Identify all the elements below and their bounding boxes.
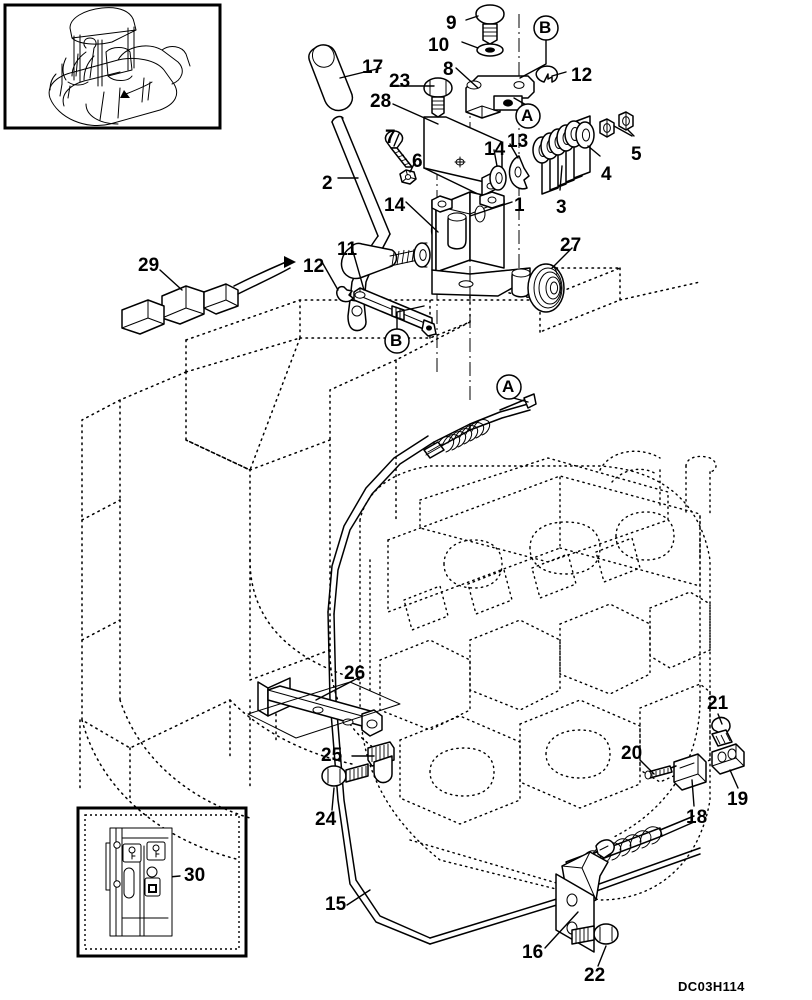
callout-5: 5 bbox=[631, 144, 642, 165]
callout-7: 7 bbox=[385, 127, 396, 148]
part-26-support-bracket bbox=[247, 677, 401, 739]
callout-27: 27 bbox=[560, 235, 582, 256]
part-5-nut-a bbox=[599, 118, 615, 138]
panel-illustration bbox=[105, 827, 173, 937]
part-2-control-lever bbox=[331, 115, 419, 332]
callout-12-upper: 12 bbox=[571, 65, 593, 86]
callout-2: 2 bbox=[322, 173, 333, 194]
callout-25: 25 bbox=[321, 745, 343, 766]
part-14-flat-washer-upper bbox=[489, 165, 507, 191]
callout-23: 23 bbox=[389, 71, 411, 92]
section-mark-B-upper: B bbox=[539, 18, 552, 37]
callout-14-lower: 14 bbox=[384, 195, 406, 216]
callout-17: 17 bbox=[362, 57, 384, 78]
cable-coil-upper bbox=[423, 393, 537, 459]
callout-30: 30 bbox=[184, 865, 206, 886]
section-mark-A-upper: A bbox=[521, 106, 534, 125]
callout-6: 6 bbox=[412, 151, 423, 172]
callout-4: 4 bbox=[601, 164, 612, 185]
callout-22: 22 bbox=[584, 965, 606, 986]
callout-29: 29 bbox=[138, 255, 160, 276]
part-10-washer-upper bbox=[476, 43, 504, 57]
callout-15: 15 bbox=[325, 894, 347, 915]
part-12-snap-ring-upper bbox=[535, 65, 559, 83]
callout-3: 3 bbox=[556, 197, 567, 218]
part-4-washer bbox=[575, 121, 595, 149]
callout-18: 18 bbox=[686, 807, 708, 828]
machine-illustration bbox=[48, 7, 191, 126]
part-22-bolt-bracket bbox=[571, 923, 619, 945]
callout-19: 19 bbox=[727, 789, 749, 810]
part-13-lock-washer bbox=[508, 155, 530, 190]
part-6-nut-small bbox=[399, 169, 417, 185]
callout-21: 21 bbox=[707, 693, 729, 714]
callout-28: 28 bbox=[370, 91, 392, 112]
callout-8: 8 bbox=[443, 59, 454, 80]
part-23-bolt-cover bbox=[423, 77, 453, 118]
part-12-snap-ring-lower bbox=[336, 285, 354, 303]
part-21-bolt-clamp bbox=[711, 716, 733, 747]
part-19-clamp-block bbox=[711, 743, 745, 775]
part-5-nut-b bbox=[618, 111, 634, 131]
callout-24: 24 bbox=[315, 809, 337, 830]
engine-block-phantom bbox=[359, 450, 717, 901]
callout-26: 26 bbox=[344, 663, 366, 684]
part-17-lever-grip bbox=[308, 44, 354, 112]
section-mark-A-lower: A bbox=[502, 377, 515, 396]
callout-9: 9 bbox=[446, 13, 457, 34]
callout-14-upper: 14 bbox=[484, 139, 506, 160]
drawing-number: DC03H114 bbox=[678, 979, 745, 994]
callout-12-lower: 12 bbox=[303, 256, 325, 277]
part-25-cable-clip bbox=[367, 741, 395, 784]
part-29-wire-harness-connector bbox=[121, 256, 296, 335]
callout-11: 11 bbox=[337, 239, 358, 260]
part-20-cable-pin bbox=[644, 765, 673, 780]
part-9-bolt-upper bbox=[475, 4, 505, 45]
part-8-link-plate bbox=[465, 75, 535, 119]
callout-20: 20 bbox=[621, 743, 643, 764]
callout-16: 16 bbox=[522, 942, 544, 963]
section-mark-B-lower: B bbox=[390, 331, 403, 350]
section-mark-circles bbox=[384, 15, 559, 400]
callout-13: 13 bbox=[507, 131, 529, 152]
part-11-connecting-rod bbox=[353, 287, 437, 337]
part-24-bolt-clip bbox=[321, 763, 369, 787]
callout-10: 10 bbox=[428, 35, 450, 56]
part-27-pulley-roller bbox=[527, 263, 565, 313]
part-14-flat-washer-lower bbox=[413, 242, 431, 268]
callout-1: 1 bbox=[514, 195, 525, 216]
